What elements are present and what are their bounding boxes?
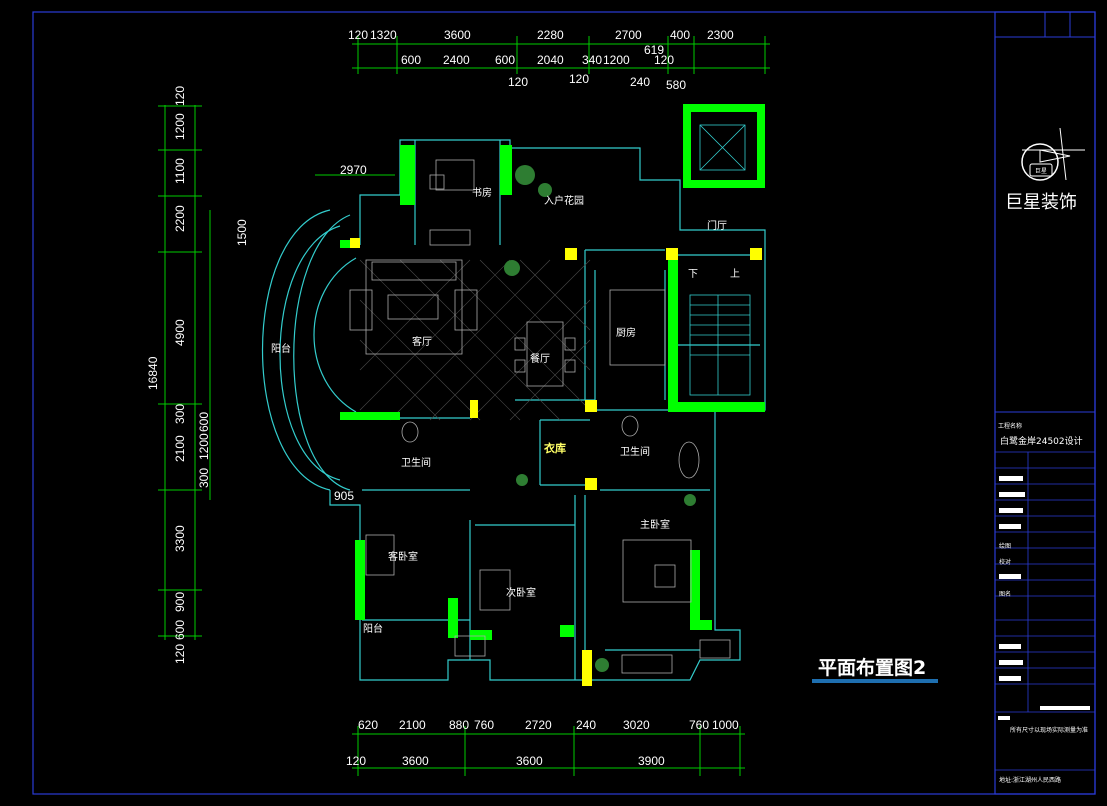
furniture [349,159,731,674]
dim-bot-7: 3020 [623,718,650,732]
stair-down-label: 下 [688,269,698,280]
plants [504,165,696,672]
stair-up-label: 上 [730,268,740,280]
dim-bot-9: 1000 [712,718,739,732]
wall-bath-top [340,412,400,420]
room-bath-east: 卫生间 [620,445,650,458]
wall-master-east [690,550,700,630]
dim-bot2-1: 120 [346,754,366,768]
dim-bot-4: 760 [474,718,494,732]
room-garden: 入户花园 [544,194,584,207]
dim-bot-5: 2720 [525,718,552,732]
dim-left-11: 3300 [173,525,187,552]
dim-left-13: 600 [173,620,187,640]
dim-top2-3: 600 [495,53,515,67]
wall-guest-east [448,598,458,638]
dim-left-9: 600 [197,412,211,432]
company-logo: 巨星 [1021,127,1085,181]
dim-top-2: 1320 [370,28,397,42]
dim-left-4: 2200 [173,205,187,232]
wall-stair-top [683,104,765,112]
dim-left-6: 300 [173,404,187,424]
dim-left-total: 16840 [146,356,160,390]
project-name: 白鹭金岸24502设计 [1000,435,1083,447]
dim-top-7: 2300 [707,28,734,42]
room-dining: 餐厅 [530,352,550,365]
dim-left-extra-1: 1500 [235,219,249,246]
room-foyer: 门厅 [707,219,727,232]
staircase [689,124,751,396]
dim-top-1: 120 [348,28,368,42]
dim-left-12: 900 [173,592,187,612]
room-second: 次卧室 [506,586,536,599]
dim-top2-5: 340 [582,53,602,67]
dim-left-1: 120 [173,86,187,106]
note-1: 所有尺寸以现场实际测量为准 [1010,726,1088,734]
wall-second-se [560,625,574,637]
dim-balcony-width: 2970 [340,163,367,177]
dim-left-7: 2100 [173,435,187,462]
drawing-title: 平面布置图2 [818,656,926,679]
wall-stair-west [668,250,678,410]
wall-stair-south [668,402,765,412]
room-balcony-south: 阳台 [363,622,383,635]
logo-text: 巨星 [1035,168,1047,175]
dim-bot2-2: 3600 [402,754,429,768]
dim-top-misc-4: 240 [630,75,650,89]
dim-bot2-4: 3900 [638,754,665,768]
wall-study-east [500,145,512,195]
room-guest: 客卧室 [388,550,418,563]
dim-left-2: 1200 [173,113,187,140]
dim-top2-1: 600 [401,53,421,67]
drawing-frame [32,11,1096,795]
dim-left-3: 1100 [173,158,187,184]
tb-sheet: 图名 [999,590,1011,598]
room-balcony-west: 阳台 [271,342,291,355]
dim-top-misc-5: 580 [666,78,686,92]
dim-top2-4: 2040 [537,53,564,67]
dim-top-5: 2700 [615,28,642,42]
dim-bot-3: 880 [449,718,469,732]
dim-bot-2: 2100 [399,718,426,732]
dim-bot2-3: 3600 [516,754,543,768]
room-master: 主卧室 [640,518,670,531]
dim-top-6: 400 [670,28,690,42]
wall-stair-left [683,104,691,186]
room-kitchen: 厨房 [616,326,636,339]
dim-top-misc-3: 120 [569,72,589,86]
dim-left-5: 4900 [173,319,187,346]
dim-left-14: 120 [173,644,187,664]
dim-top2-2: 2400 [443,53,470,67]
wall-stair-bottom [683,180,765,188]
dim-bot-1: 620 [358,718,378,732]
dim-bot-6: 240 [576,718,596,732]
dim-top-misc-1: 619 [644,43,664,57]
project-label: 工程名称 [998,422,1022,430]
wall-stair-right [757,104,765,186]
room-study: 书房 [472,186,492,199]
wall-master-se [690,620,712,630]
company-name: 巨星装饰 [1005,192,1077,213]
tb-check: 校对 [999,558,1011,566]
dim-left-8: 1200 [197,433,211,460]
dim-bot-8: 760 [689,718,709,732]
wall-second-sw [470,630,492,640]
note-2: 地址:浙江湖州人民西路 [999,776,1061,784]
dim-left-10: 300 [197,468,211,488]
dim-top-4: 2280 [537,28,564,42]
dim-top-misc-2: 120 [508,75,528,89]
dim-top2-6: 1200 [603,53,630,67]
wall-study-west [400,145,415,205]
wall-guest-west [355,540,365,620]
room-closet: 衣库 [544,441,566,455]
room-bath-west: 卫生间 [401,456,431,469]
room-living: 客厅 [412,335,432,348]
tb-drawing: 绘图 [999,542,1011,550]
dim-left-905: 905 [334,489,354,503]
dim-top2-7: 120 [654,53,674,67]
dim-top-3: 3600 [444,28,471,42]
